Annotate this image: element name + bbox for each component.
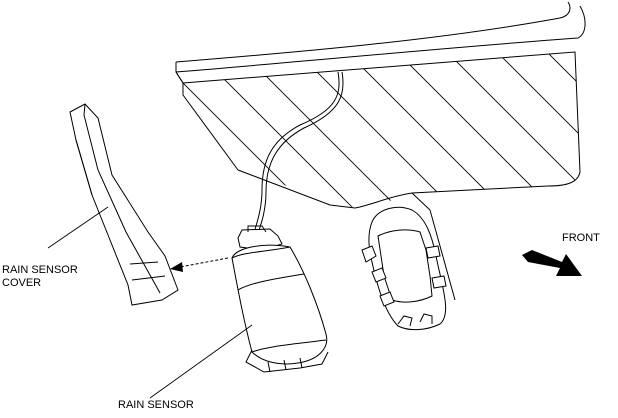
front-label: FRONT — [562, 232, 600, 244]
rain-sensor-cover-label-line2: COVER — [2, 277, 42, 289]
removal-arrow — [170, 257, 229, 272]
rain-sensor-body — [231, 225, 329, 373]
sensor-harness — [253, 71, 344, 234]
rain-sensor-cover — [69, 103, 179, 306]
windshield-panel — [175, 1, 586, 301]
rain-sensor-label: RAIN SENSOR — [118, 399, 194, 411]
front-direction-arrow — [522, 250, 582, 276]
sensor-bracket — [361, 206, 447, 331]
leader-lines — [47, 206, 253, 399]
rain-sensor-cover-label-line1: RAIN SENSOR — [2, 264, 78, 276]
